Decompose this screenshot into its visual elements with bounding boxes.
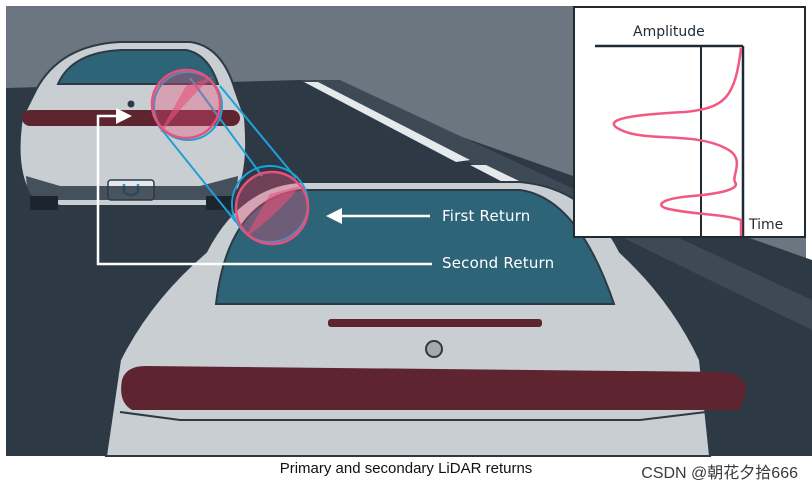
lidar-beam	[153, 71, 309, 243]
first-return-label: First Return	[442, 207, 531, 225]
watermark: CSDN @朝花夕拾666	[641, 465, 798, 482]
second-return-spot	[150, 68, 222, 140]
return-signal	[612, 47, 743, 236]
time-label: Time	[749, 217, 784, 233]
first-return-spot	[234, 170, 310, 246]
second-return-arrow	[96, 108, 432, 266]
first-return-arrow	[326, 208, 430, 224]
amplitude-time-inset: Amplitude Time	[573, 6, 806, 238]
figure-caption: Primary and secondary LiDAR returns	[279, 460, 533, 477]
waveform-plot	[595, 44, 745, 236]
second-return-label: Second Return	[442, 254, 555, 272]
near-car	[104, 181, 747, 457]
lane-marking	[304, 82, 470, 162]
amplitude-label: Amplitude	[633, 24, 705, 40]
